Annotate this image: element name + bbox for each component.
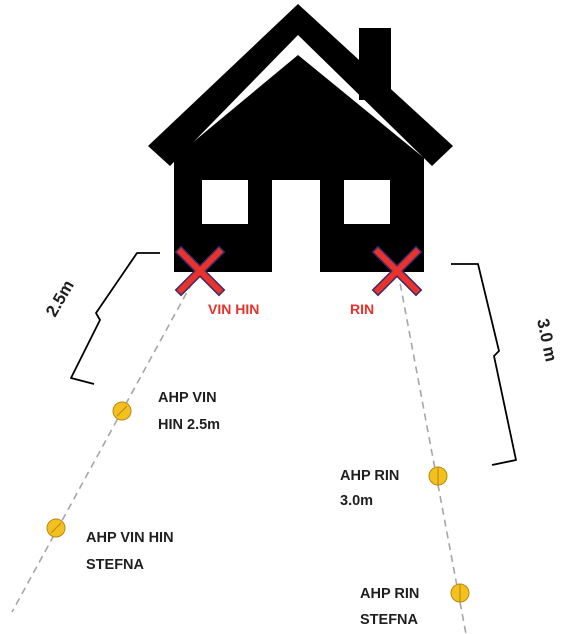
left-dimension-brace <box>70 252 160 385</box>
right-far-point-label-line2: STEFNA <box>360 612 419 628</box>
left-far-point-label-line2: STEFNA <box>86 557 145 573</box>
rin-x-mark-icon <box>371 245 423 297</box>
vin-hin-x-mark-icon <box>174 245 226 297</box>
left-dashed-line <box>11 271 199 613</box>
circle-icon <box>46 518 66 538</box>
right-dimension-brace <box>451 263 517 466</box>
left-near-point-label-line1: AHP VIN <box>158 390 217 406</box>
right-near-point-label-line2: 3.0m <box>340 493 373 509</box>
vin-hin-label: VIN HIN <box>208 301 259 317</box>
right-dashed-line <box>397 271 467 634</box>
right-dimension-label: 3.0 m <box>533 317 561 363</box>
left-dimension-label: 2.5m <box>42 277 78 320</box>
circle-icon <box>450 583 470 603</box>
left-far-point-label-line1: AHP VIN HIN <box>86 530 174 546</box>
circle-icon <box>428 466 448 486</box>
left-near-point-label-line2: HIN 2.5m <box>158 417 220 433</box>
right-window <box>344 180 390 224</box>
house-icon <box>148 4 453 272</box>
circle-icon <box>112 401 132 421</box>
right-far-point-label-line1: AHP RIN <box>360 586 419 602</box>
right-near-point-label-line1: AHP RIN <box>340 468 399 484</box>
left-window <box>202 180 248 224</box>
rin-label: RIN <box>350 301 374 317</box>
